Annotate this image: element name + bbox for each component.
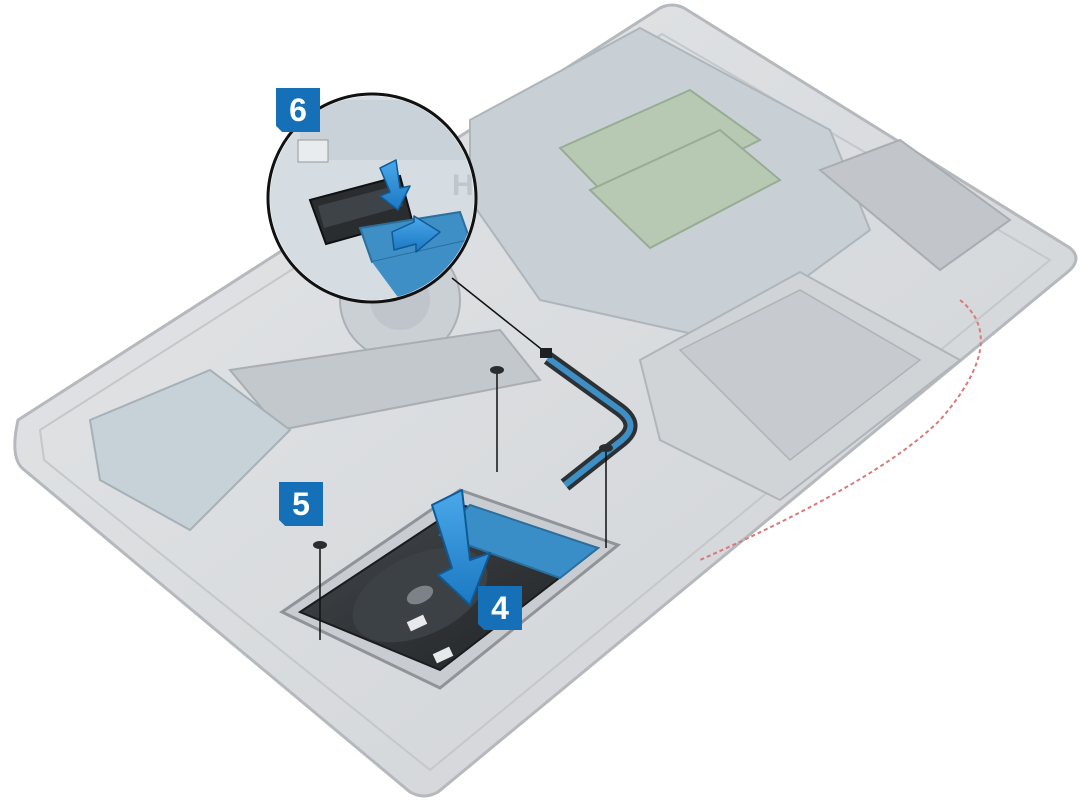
hard-drive-cable [543, 352, 638, 491]
arrow-down-icon [431, 489, 491, 606]
screw-icon [313, 366, 613, 549]
connector-location-marker [540, 348, 552, 358]
arrow-right-icon [391, 215, 441, 253]
svg-text:HD: HD [452, 169, 495, 202]
io-board [88, 368, 292, 532]
speaker-cable [699, 299, 982, 561]
arrow-down-icon [379, 159, 411, 211]
step-badge-6: 6 [276, 88, 320, 132]
step-badge-4: 4 [478, 586, 522, 630]
screw-leaders [319, 370, 607, 640]
step-badge-5: 5 [279, 482, 323, 526]
touchpad [638, 270, 962, 502]
zoom-leader-line [451, 277, 546, 353]
